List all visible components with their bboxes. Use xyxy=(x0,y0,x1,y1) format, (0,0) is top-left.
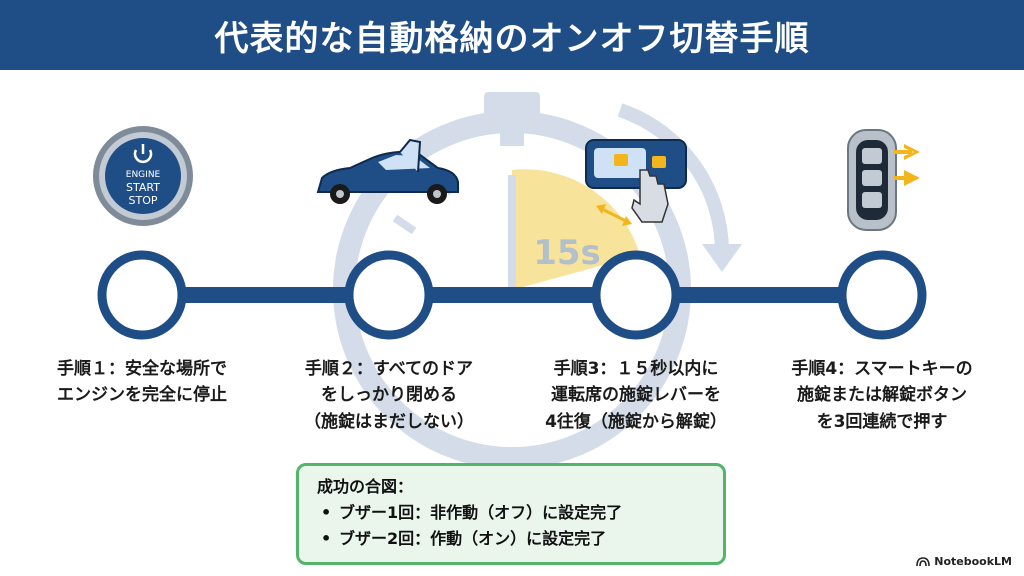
key-lock-button xyxy=(862,148,882,164)
step-1-line-1: 手順１：安全な場所で xyxy=(57,359,227,379)
timeline-bar xyxy=(142,287,882,303)
unlock-icon xyxy=(652,156,666,168)
timer-label: 15s xyxy=(533,233,601,273)
step-circle-1 xyxy=(97,250,187,340)
engine-label: ENGINE xyxy=(126,170,161,180)
stop-label: STOP xyxy=(129,194,158,207)
hand-icon xyxy=(631,169,669,223)
step-1-text: 手順１：安全な場所で エンジンを完全に停止 xyxy=(22,356,262,409)
rotation-arrow xyxy=(617,103,729,253)
success-title: 成功の合図： xyxy=(317,477,414,496)
page-title: 代表的な自動格納のオンオフ切替手順 xyxy=(214,18,810,59)
step-circle-3 xyxy=(591,250,681,340)
step-2-line-2: をしっかり閉める xyxy=(321,385,457,406)
press-arrow-icon xyxy=(904,144,920,160)
step-4-line-3: を3回連続で押す xyxy=(816,411,948,432)
back-and-forth-arrow-icon xyxy=(599,206,629,224)
key-unlock-button xyxy=(862,170,882,186)
step-2-text: 手順２：すべてのドア をしっかり閉める （施錠はまだしない） xyxy=(269,356,509,435)
smart-key-icon xyxy=(847,129,920,231)
step-3-line-1: 手順3：１５秒以内に xyxy=(553,359,719,379)
step-4-text: 手順4：スマートキーの 施錠または解錠ボタン を3回連続で押す xyxy=(762,356,1002,435)
lock-icon xyxy=(614,154,628,166)
notebooklm-logo-icon xyxy=(916,556,931,566)
engine-start-button-icon: ENGINE START STOP xyxy=(93,126,193,226)
step-3-line-3: 4往復（施錠から解錠） xyxy=(545,411,727,432)
open-door-icon xyxy=(399,138,422,173)
brand-label: NotebookLM xyxy=(934,555,1012,568)
car-icon xyxy=(316,138,459,204)
step-circle-2 xyxy=(344,250,434,340)
key-trunk-button xyxy=(862,192,882,208)
elapsed-sector xyxy=(512,169,640,290)
success-signal-box: 成功の合図： ブザー1回：非作動（オフ）に設定完了 ブザー2回：作動（オン）に設… xyxy=(296,463,726,565)
step-1-line-2: エンジンを完全に停止 xyxy=(57,385,227,406)
notebooklm-watermark: NotebookLM xyxy=(916,555,1012,568)
step-2-line-3: （施錠はまだしない） xyxy=(304,411,474,432)
success-item-2: ブザー2回：作動（オン）に設定完了 xyxy=(317,526,705,553)
title-banner: 代表的な自動格納のオンオフ切替手順 xyxy=(0,0,1024,70)
step-3-line-2: 運転席の施錠レバーを xyxy=(551,385,721,406)
step-4-line-1: 手順4：スマートキーの xyxy=(791,359,973,379)
success-list: ブザー1回：非作動（オフ）に設定完了 ブザー2回：作動（オン）に設定完了 xyxy=(317,500,705,553)
door-lock-panel-icon xyxy=(585,139,687,226)
press-arrow-icon-2 xyxy=(904,170,920,186)
success-item-1: ブザー1回：非作動（オフ）に設定完了 xyxy=(317,500,705,527)
step-3-text: 手順3：１５秒以内に 運転席の施錠レバーを 4往復（施錠から解錠） xyxy=(516,356,756,435)
start-label: START xyxy=(126,181,160,194)
step-circle-4 xyxy=(837,250,927,340)
step-4-line-2: 施錠または解錠ボタン xyxy=(797,385,967,406)
step-2-line-1: 手順２：すべてのドア xyxy=(304,359,474,379)
